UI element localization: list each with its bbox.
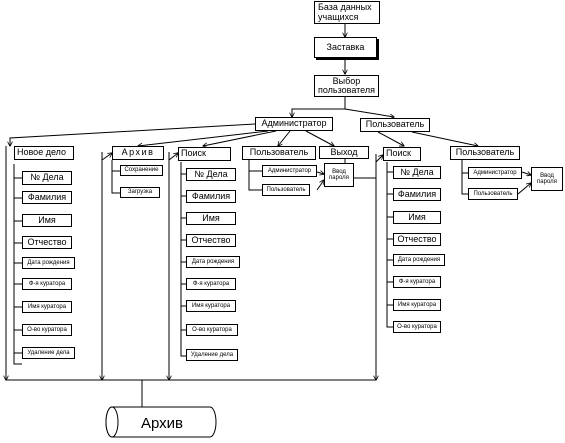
user-search-node: Поиск	[383, 147, 421, 161]
archive-item-save: Сохранение	[120, 165, 163, 176]
new-case-field-case-no: № Дела	[22, 171, 72, 185]
user-search-field-birth-date: Дата рождения	[393, 254, 445, 266]
admin-search-field-birth-date: Дата рождения	[186, 256, 240, 268]
administrator-role-node: Администратор	[255, 117, 333, 131]
archive-storage-label: Архив	[140, 414, 184, 432]
user-search-field-surname: Фамилия	[393, 188, 441, 201]
user-user-item-administrator: Администратор	[468, 167, 522, 179]
archive-storage-cylinder	[105, 406, 217, 438]
admin-search-field-surname: Фамилия	[186, 190, 236, 203]
new-case-field-curator-patronymic: О-во куратора	[22, 324, 72, 336]
splash-node: Заставка	[314, 37, 377, 58]
new-case-field-birth-date: Дата рождения	[22, 257, 75, 269]
new-case-field-delete-case: Удаление дела	[22, 347, 75, 359]
admin-search-field-curator-name: Имя куратора	[186, 300, 236, 312]
admin-password-node: Ввод пароля	[324, 163, 354, 187]
admin-search-field-patronymic: Отчество	[186, 234, 236, 247]
database-node: База данных учащихся	[314, 1, 380, 24]
admin-search-field-curator-patronymic: О-во куратора	[186, 324, 238, 336]
admin-search-field-curator-surname: Ф-я куратора	[186, 278, 236, 290]
user-search-field-patronymic: Отчество	[393, 233, 441, 246]
user-role-node: Пользователь	[360, 118, 430, 132]
admin-user-item-user: Пользователь	[262, 184, 310, 196]
new-case-field-surname: Фамилия	[22, 191, 72, 204]
admin-search-field-case-no: № Дела	[186, 168, 236, 181]
user-user-node: Пользователь	[450, 146, 520, 160]
admin-search-node: Поиск	[178, 147, 231, 161]
user-search-field-curator-surname: Ф-я куратора	[393, 276, 441, 288]
new-case-field-patronymic: Отчество	[22, 236, 72, 249]
user-search-field-name: Имя	[393, 211, 441, 224]
admin-search-field-delete-case: Удаление дела	[186, 349, 238, 361]
admin-user-node: Пользователь	[242, 146, 316, 160]
new-case-field-name: Имя	[22, 214, 72, 227]
new-case-field-curator-name: Имя куратора	[22, 301, 72, 313]
user-search-field-curator-patronymic: О-во куратора	[393, 321, 441, 333]
user-search-field-curator-name: Имя куратора	[393, 299, 441, 311]
user-password-node: Ввод пароля	[531, 167, 563, 191]
new-case-field-curator-surname: Ф-я куратора	[22, 278, 72, 290]
user-user-item-user: Пользователь	[468, 188, 518, 200]
user-search-field-case-no: № Дела	[393, 166, 441, 179]
archive-menu-node: Архив	[112, 146, 164, 160]
archive-item-load: Загрузка	[120, 187, 160, 198]
select-user-node: Выбор пользователя	[314, 75, 379, 97]
exit-node: Выход	[319, 146, 369, 159]
new-case-node: Новое дело	[14, 146, 74, 160]
admin-user-item-administrator: Администратор	[262, 165, 317, 177]
admin-search-field-name: Имя	[186, 212, 236, 225]
